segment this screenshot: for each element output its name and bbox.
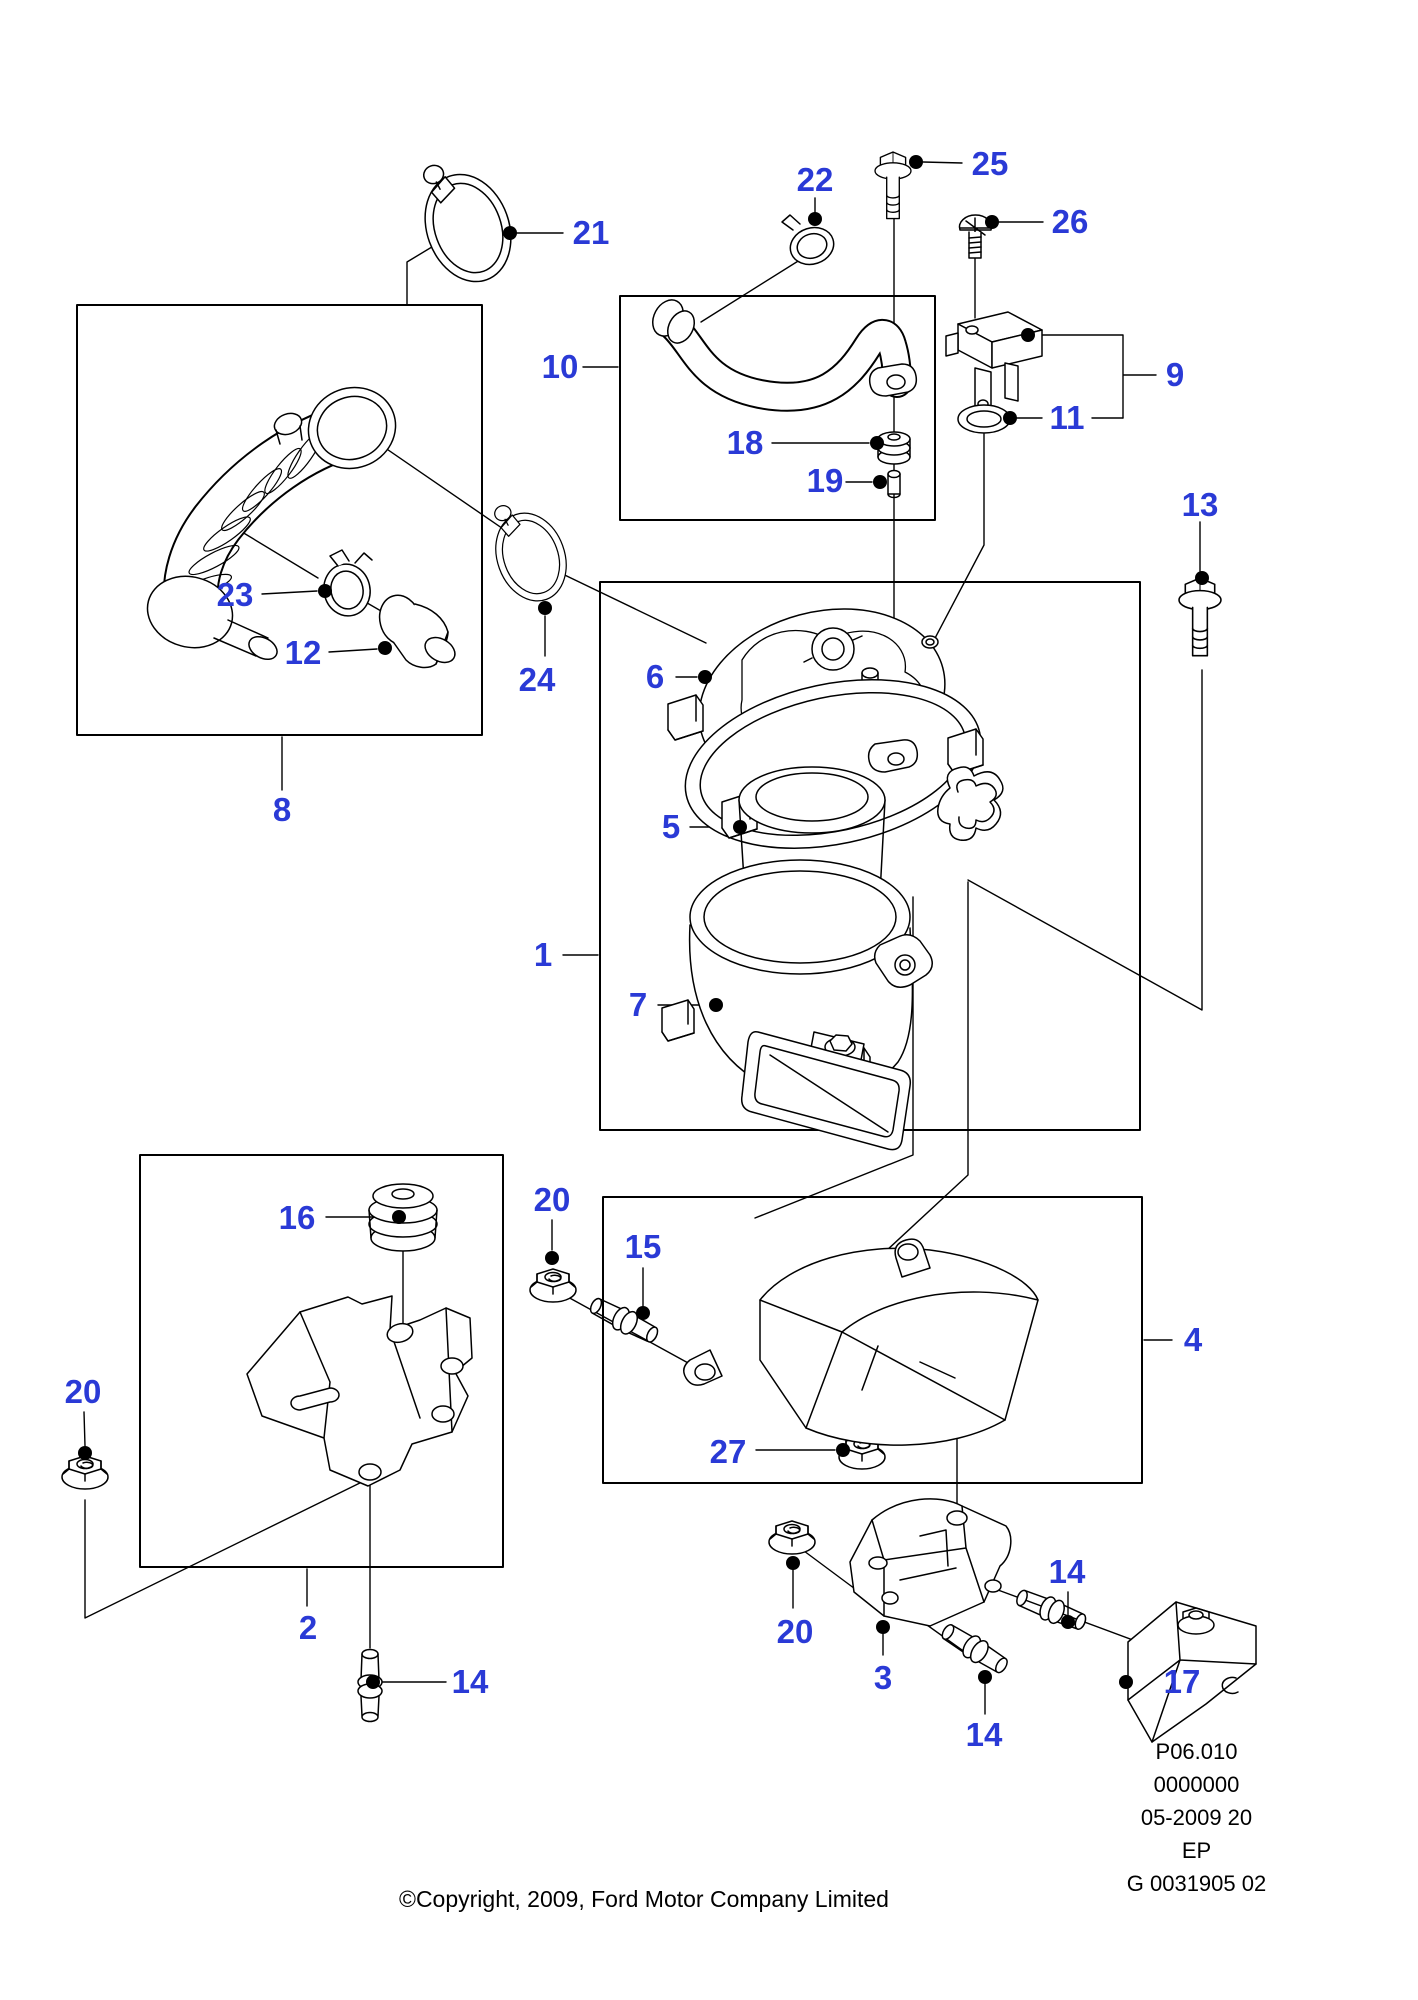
part-stud-15 — [585, 1292, 663, 1349]
callout-5: 5 — [661, 808, 681, 845]
part-nut-20-top — [529, 1268, 577, 1303]
callout-2: 2 — [298, 1609, 318, 1646]
callout-13: 13 — [1181, 486, 1219, 523]
part-nut-20-bottom-left — [61, 1455, 109, 1490]
callout-4: 4 — [1183, 1321, 1203, 1358]
part-harness-clip — [937, 766, 1004, 841]
callout-17: 17 — [1163, 1663, 1201, 1700]
group-box-8 — [76, 304, 483, 736]
parts — [61, 146, 1257, 1743]
callout-18: 18 — [726, 424, 764, 461]
plate-date-code: 05-2009 20 — [1140, 1805, 1253, 1830]
plate-market-code: EP — [1181, 1838, 1212, 1863]
part-bracket-17 — [1127, 1601, 1257, 1743]
part-intake-duct-4 — [683, 1238, 1039, 1446]
callout-8: 8 — [272, 791, 292, 828]
plate-page-code: P06.010 — [1155, 1739, 1238, 1764]
callout-12: 12 — [284, 634, 322, 671]
plate-serial: 0000000 — [1153, 1772, 1240, 1797]
part-clamp-23 — [323, 549, 373, 617]
part-bolt-25 — [874, 151, 912, 220]
callout-25: 25 — [971, 145, 1009, 182]
callout-15: 15 — [624, 1228, 662, 1265]
part-grommet-18 — [877, 431, 911, 465]
part-air-cleaner-lid-6 — [667, 608, 984, 849]
callout-19: 19 — [806, 462, 844, 499]
callout-10: 10 — [541, 348, 579, 385]
part-bracket-2 — [246, 1295, 473, 1487]
part-air-cleaner-body-7 — [661, 859, 933, 1151]
callout-22: 22 — [796, 161, 834, 198]
group-boxes — [76, 295, 1143, 1568]
part-sensor-9 — [945, 311, 1043, 413]
part-corrugated-hose-8 — [146, 386, 397, 661]
callout-3: 3 — [873, 1659, 893, 1696]
group-box-4 — [602, 1196, 1143, 1484]
part-oring-11 — [957, 404, 1011, 434]
group-box-10 — [619, 295, 936, 521]
part-bolt-13 — [1178, 577, 1222, 657]
part-screw-26 — [958, 214, 993, 259]
part-stud-14-right — [1012, 1584, 1090, 1636]
callout-24: 24 — [518, 661, 556, 698]
leader-lines — [83, 161, 1203, 1715]
part-hose-10 — [652, 299, 918, 412]
callout-16: 16 — [278, 1199, 316, 1236]
part-elbow-12 — [378, 594, 456, 669]
part-stud-14-mid — [937, 1618, 1013, 1679]
callout-1: 1 — [533, 936, 553, 973]
part-nut-20-bottom-mid — [768, 1520, 816, 1555]
callout-21: 21 — [572, 214, 610, 251]
callout-26: 26 — [1051, 203, 1089, 240]
callout-11: 11 — [1049, 399, 1085, 436]
callout-20-bottom-mid: 20 — [776, 1613, 814, 1650]
copyright-notice: ©Copyright, 2009, Ford Motor Company Lim… — [399, 1886, 889, 1912]
leader-dots — [78, 155, 1209, 1689]
part-clamp-22 — [781, 214, 835, 266]
callout-27: 27 — [709, 1433, 747, 1470]
part-grommet-16 — [368, 1183, 438, 1252]
callout-14-right: 14 — [1048, 1553, 1086, 1590]
callout-20-top: 20 — [533, 1181, 571, 1218]
part-bracket-3 — [849, 1498, 1012, 1627]
group-box-2 — [139, 1154, 504, 1568]
callout-23: 23 — [216, 576, 254, 613]
part-spacer-19 — [887, 469, 901, 499]
part-hose-clamp-24 — [478, 490, 579, 612]
part-hose-clamp-21 — [404, 146, 527, 295]
callout-6: 6 — [645, 658, 665, 695]
plate-drawing-number: G 0031905 02 — [1126, 1871, 1267, 1896]
callout-7: 7 — [628, 986, 648, 1023]
callout-20-bottom-left: 20 — [64, 1373, 102, 1410]
callout-14-mid: 14 — [965, 1716, 1003, 1753]
callout-14-left: 14 — [451, 1663, 489, 1700]
callout-9: 9 — [1165, 356, 1185, 393]
catalogue-plate: P06.010 0000000 05-2009 20 EP G 0031905 … — [1094, 1735, 1299, 1900]
